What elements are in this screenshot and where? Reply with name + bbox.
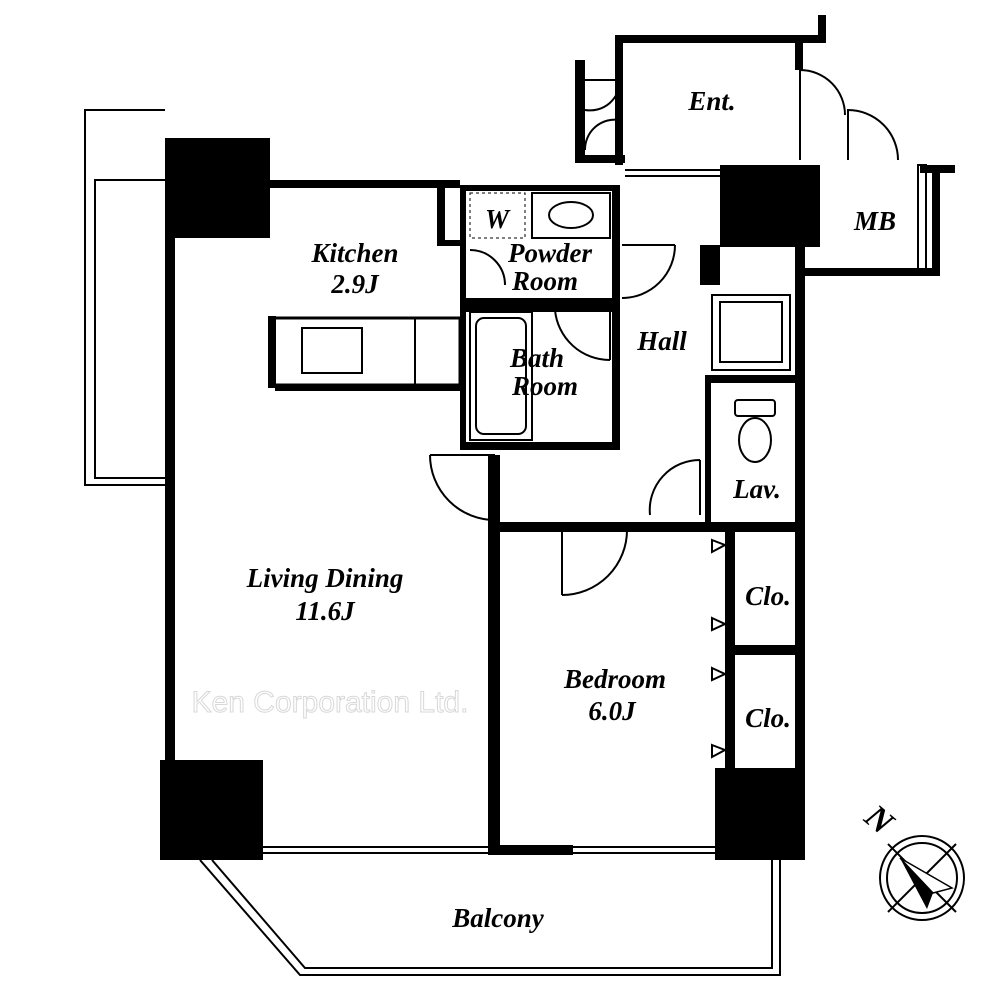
label-hall: Hall [636, 326, 687, 356]
label-kitchen: Kitchen [310, 238, 398, 268]
label-living-dining: Living Dining [246, 563, 404, 593]
sink-basin [548, 201, 594, 229]
main-balcony [199, 859, 781, 976]
washer-space [469, 192, 526, 239]
label-entrance: Ent. [687, 86, 735, 116]
label-washer: W [485, 204, 511, 234]
walls [160, 15, 955, 860]
label-bath-room-1: Bath [509, 343, 564, 373]
label-bedroom: Bedroom [563, 664, 666, 694]
label-meter-box: MB [853, 206, 896, 236]
label-powder-room-2: Room [511, 266, 578, 296]
compass-north-label: N [857, 797, 901, 843]
sink [531, 192, 611, 239]
label-closet-2: Clo. [745, 703, 791, 733]
label-lavatory: Lav. [732, 474, 781, 504]
label-powder-room-1: Powder [507, 238, 592, 268]
compass-icon: N [857, 797, 965, 921]
toilet [734, 399, 776, 463]
bathtub [469, 311, 533, 441]
storage-cabinet [711, 294, 791, 371]
label-living-dining-size: 11.6J [295, 596, 356, 626]
kitchen-counter [268, 316, 462, 391]
doors [429, 69, 927, 596]
label-bedroom-size: 6.0J [588, 696, 637, 726]
label-kitchen-size: 2.9J [330, 269, 380, 299]
watermark: Ken Corporation Ltd. [192, 686, 469, 719]
label-balcony: Balcony [451, 903, 545, 933]
windows [263, 169, 720, 854]
label-closet-1: Clo. [745, 581, 791, 611]
closet-door-markers [711, 538, 728, 759]
label-bath-room-2: Room [511, 371, 578, 401]
side-balcony [84, 109, 165, 486]
